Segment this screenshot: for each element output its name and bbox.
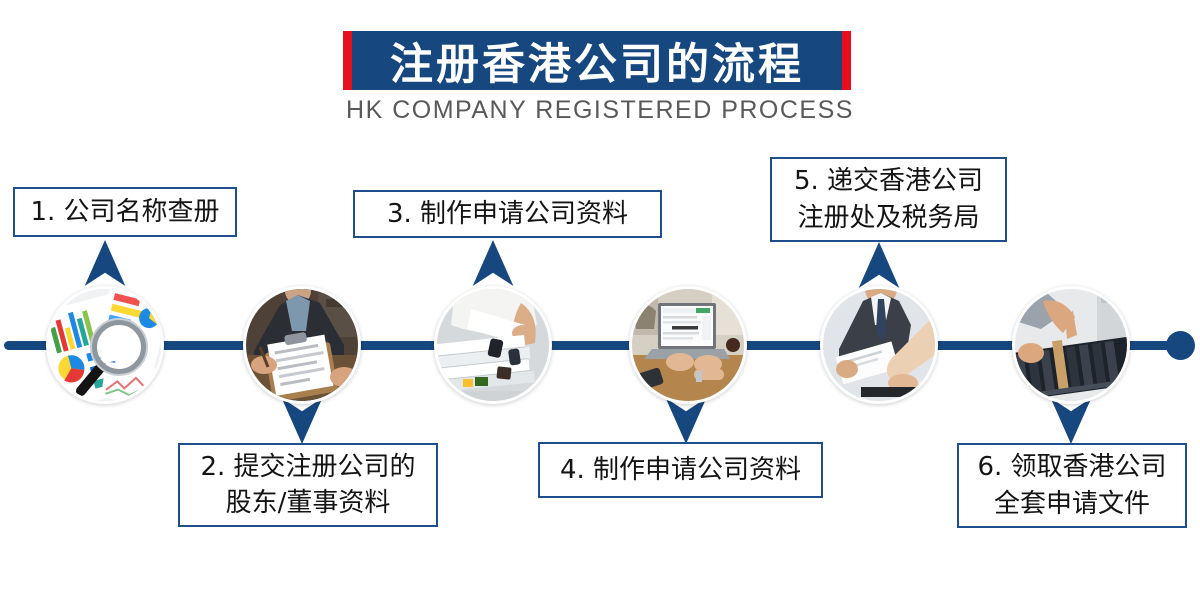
businessman-document-illustration: [246, 289, 358, 401]
step-label-6: 6. 领取香港公司 全套申请文件: [957, 443, 1187, 528]
banner-right-accent: [842, 31, 851, 90]
page-title: 注册香港公司的流程: [352, 31, 842, 90]
step-label-1: 1. 公司名称查册: [13, 187, 237, 237]
arrow-up-icon-step3: [470, 240, 516, 286]
page-subtitle: HK COMPANY REGISTERED PROCESS: [346, 96, 854, 124]
step-label-3: 3. 制作申请公司资料: [353, 190, 662, 238]
arrow-down-icon-step2: [279, 398, 325, 444]
charts-magnifier-illustration: [49, 289, 161, 401]
timeline-line: [4, 341, 1180, 350]
handing-document-illustration: [823, 289, 935, 401]
title-banner: 注册香港公司的流程: [343, 31, 851, 90]
arrow-up-icon-step5: [856, 242, 902, 288]
photo-step3-stack-of-documents: [434, 286, 552, 404]
arrow-down-icon-step6: [1048, 398, 1094, 444]
timeline-end-dot: [1166, 331, 1195, 360]
step-label-4: 4. 制作申请公司资料: [538, 442, 823, 498]
step-label-5: 5. 递交香港公司 注册处及税务局: [770, 157, 1007, 242]
document-stack-illustration: [437, 289, 549, 401]
photo-step2-businessman-with-document: [243, 286, 361, 404]
photo-step1-charts-and-magnifier: [46, 286, 164, 404]
photo-step4-typing-on-laptop: [629, 286, 747, 404]
step-label-2: 2. 提交注册公司的 股东/董事资料: [178, 443, 438, 527]
arrow-up-icon-step1: [82, 240, 128, 286]
photo-step5-handing-over-document: [820, 286, 938, 404]
arrow-down-icon-step4: [663, 398, 709, 444]
filing-cabinet-illustration: [1015, 289, 1127, 401]
laptop-typing-illustration: [632, 289, 744, 401]
banner-left-accent: [343, 31, 352, 90]
photo-step6-filing-cabinet-files: [1012, 286, 1130, 404]
